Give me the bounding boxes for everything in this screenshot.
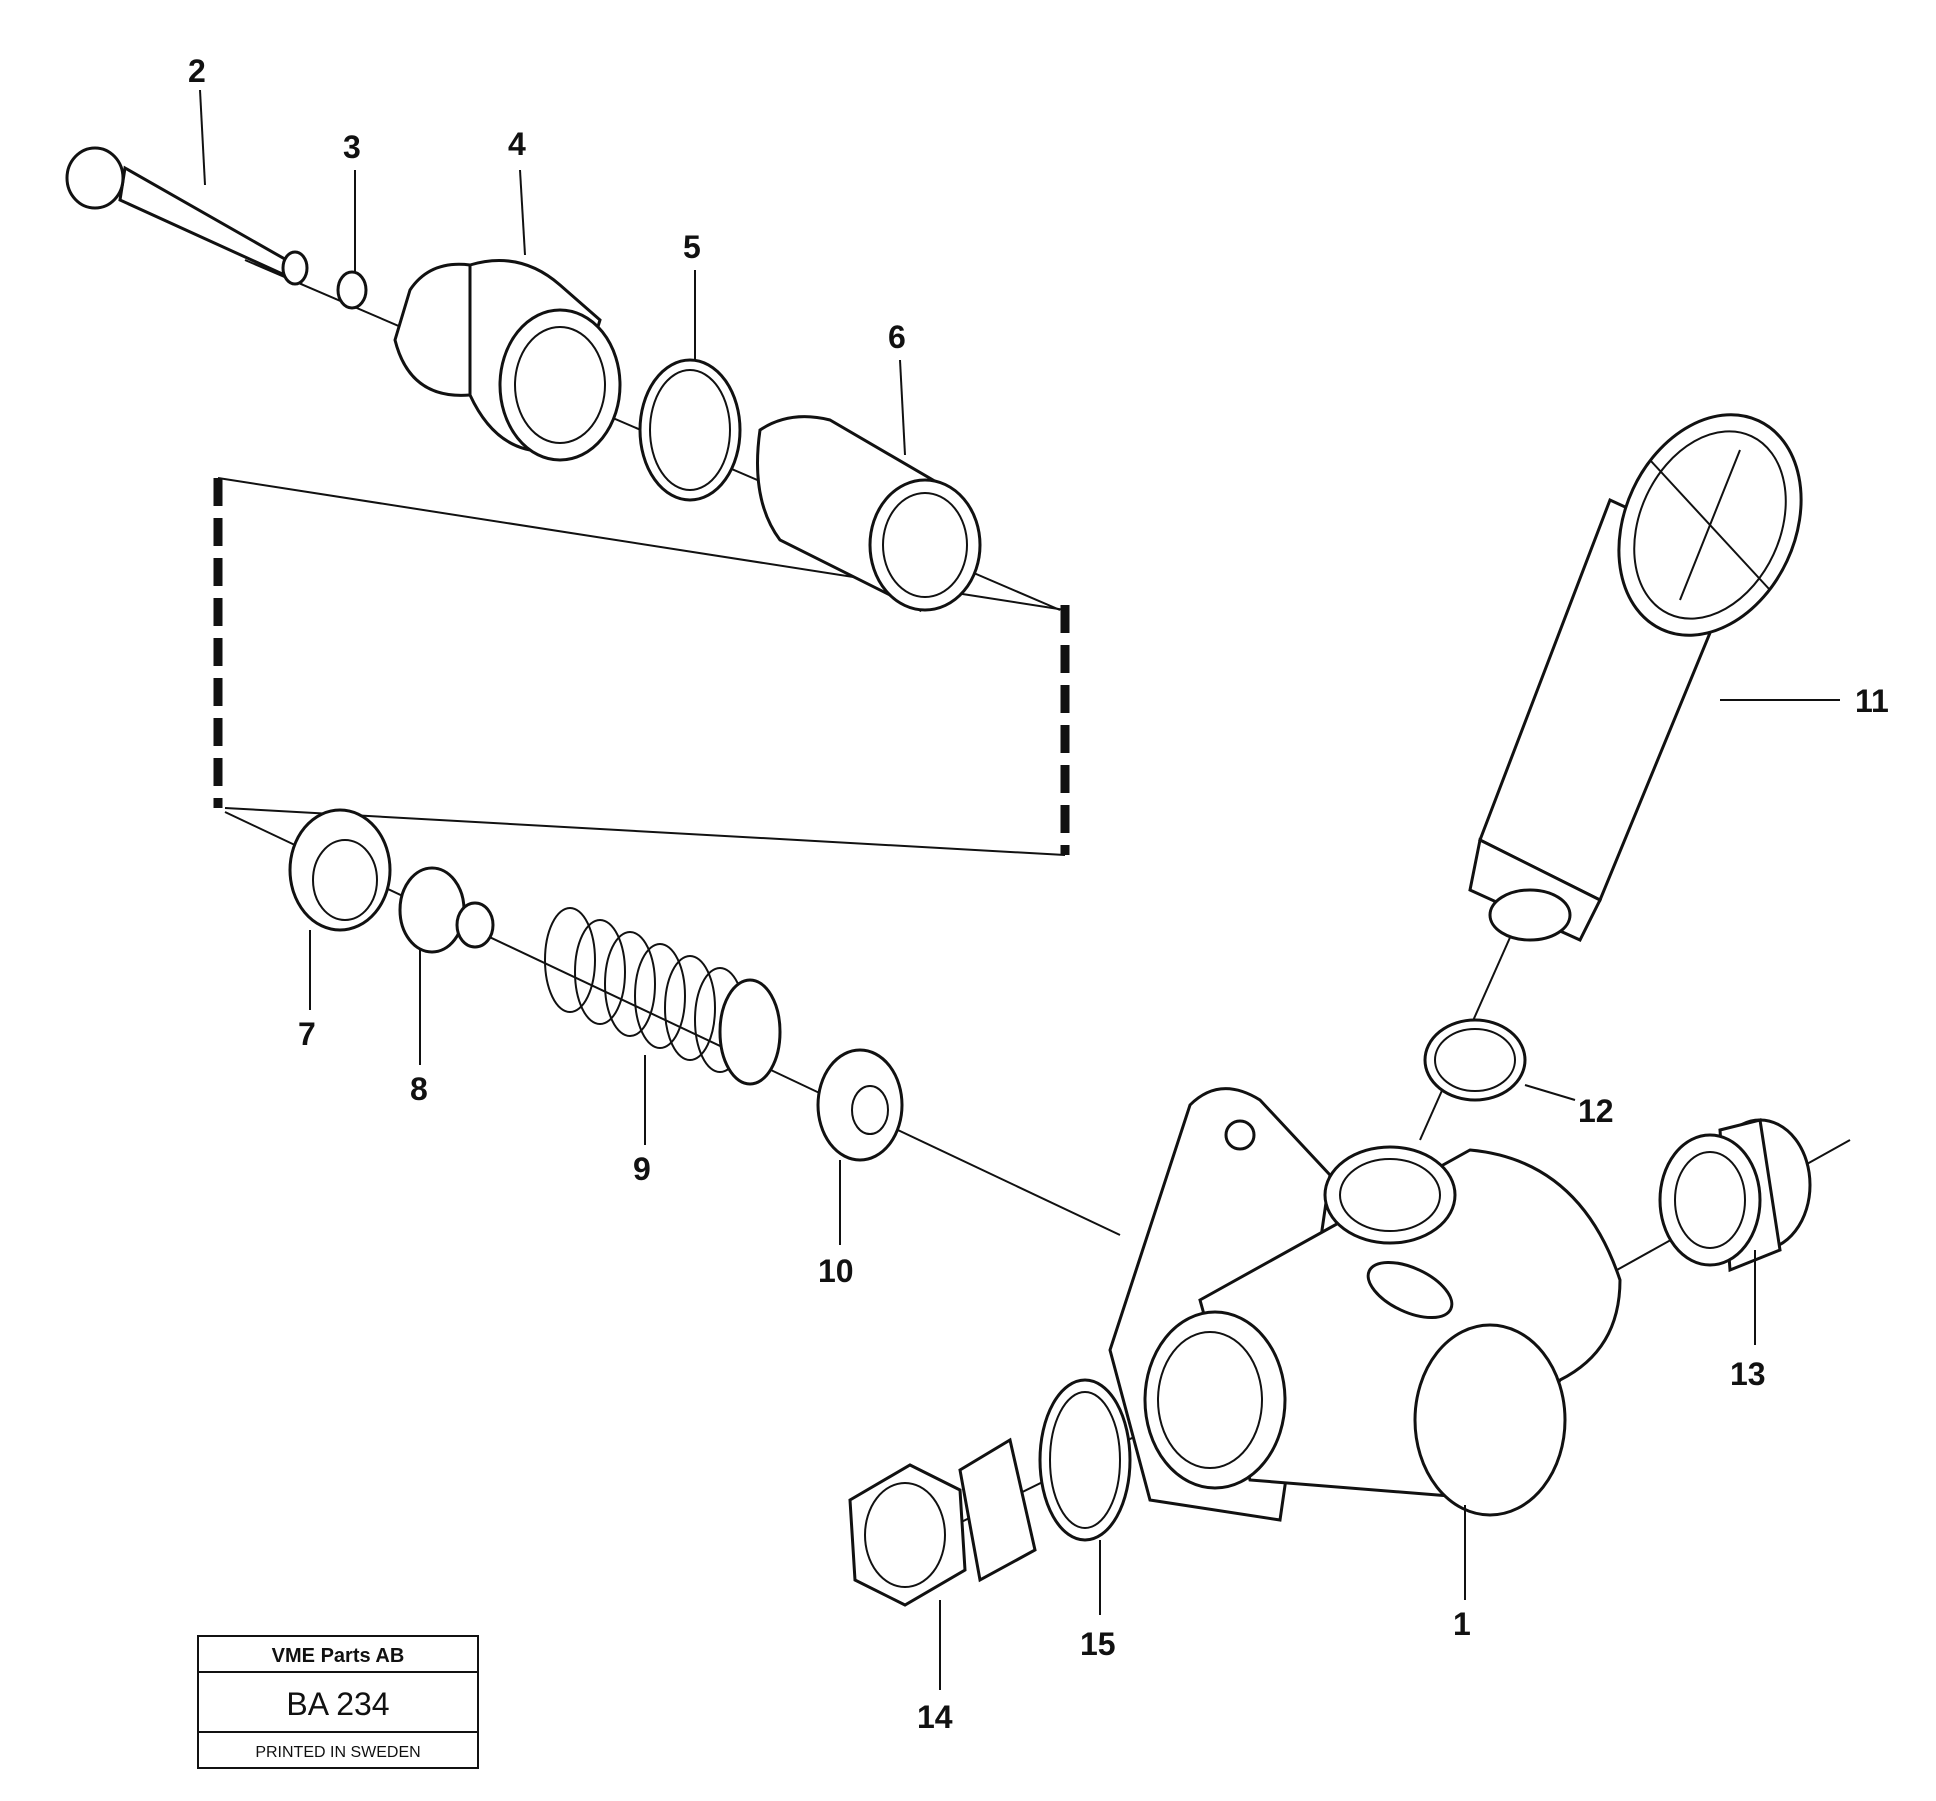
part-12-o-ring (1423, 1018, 1527, 1102)
label-12: 12 (1578, 1093, 1614, 1129)
label-4: 4 (508, 126, 526, 162)
label-9: 9 (633, 1151, 651, 1187)
label-1: 1 (1453, 1606, 1471, 1642)
label-2: 2 (188, 53, 206, 89)
title-block-printed: PRINTED IN SWEDEN (255, 1744, 420, 1761)
label-15: 15 (1080, 1626, 1116, 1662)
label-8: 8 (410, 1071, 428, 1107)
label-7: 7 (298, 1016, 316, 1052)
label-10: 10 (818, 1253, 854, 1289)
leader-lines (199, 89, 1840, 1690)
part-8-spring-seat (398, 866, 495, 954)
label-5: 5 (683, 229, 701, 265)
label-11: 11 (1855, 683, 1889, 719)
part-6-sleeve (756, 415, 982, 613)
label-13: 13 (1730, 1356, 1766, 1392)
part-7-washer-cup (288, 808, 392, 932)
label-14: 14 (917, 1699, 953, 1735)
label-6: 6 (888, 319, 906, 355)
part-15-o-ring (1038, 1378, 1132, 1542)
part-9-spring (544, 907, 782, 1086)
part-13-union-plug (1658, 1118, 1812, 1273)
connector-frame (213, 477, 1070, 856)
part-3-small-ring (336, 270, 368, 310)
part-1-pump-housing (1108, 1087, 1622, 1522)
part-5-o-ring (638, 358, 742, 502)
title-block-company: VME Parts AB (272, 1645, 405, 1667)
part-14-banjo-plug (848, 1437, 1037, 1607)
part-2-bolt (65, 146, 309, 286)
title-block-code: BA 234 (286, 1686, 389, 1722)
title-block: VME Parts AB BA 234 PRINTED IN SWEDEN (197, 1635, 479, 1769)
part-11-hand-pump (1468, 413, 1803, 942)
part-10-washer (816, 1048, 904, 1162)
part-4-threaded-plug (393, 259, 622, 462)
label-3: 3 (343, 129, 361, 165)
